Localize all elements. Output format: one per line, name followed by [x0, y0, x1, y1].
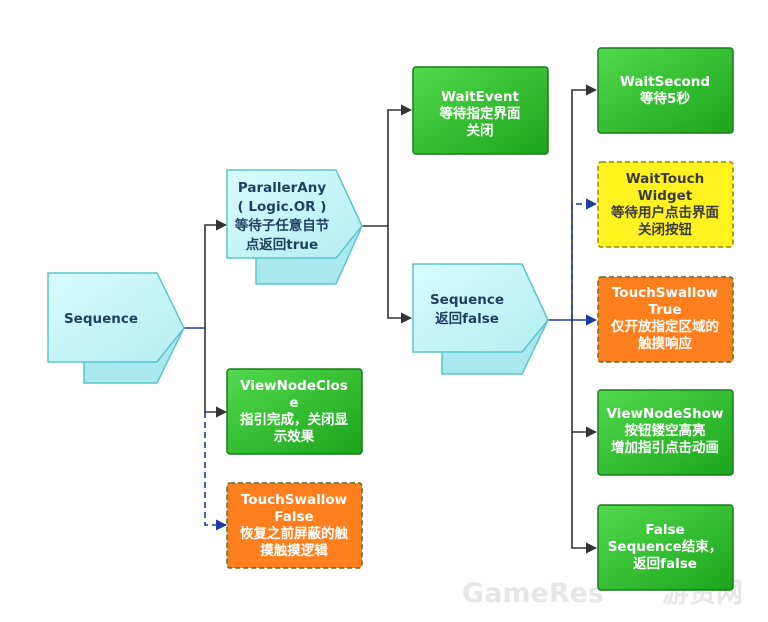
node-view-node-close: ViewNodeClos e 指引完成，关闭显 示效果 [226, 368, 363, 455]
node-wait-touch-widget-line-1: WaitTouch [626, 171, 705, 187]
node-wait-touch-widget-line-2: Widget [638, 188, 693, 204]
node-parallel-any-line-1: ParallerAny [238, 180, 327, 196]
node-wait-touch-widget: WaitTouch Widget 等待用户点击界面 关闭按钮 [597, 161, 734, 248]
node-touch-swallow-true-line-3: 仅开放指定区域的 [610, 318, 719, 335]
node-wait-event: WaitEvent 等待指定界面 关闭 [412, 66, 549, 155]
node-parallel-any-line-2: ( Logic.OR ) [238, 199, 327, 215]
node-wait-second-line-1: WaitSecond [620, 74, 710, 90]
node-view-node-show-line-2: 按钮镂空高亮 [625, 422, 706, 439]
node-sub-sequence: Sequence 返回false [412, 263, 549, 375]
node-wait-touch-widget-line-3: 等待用户点击界面 [611, 204, 719, 221]
connectors-sub-sequence [548, 84, 598, 554]
node-touch-swallow-false-line-3: 恢复之前屏蔽的触 [240, 525, 348, 542]
node-sub-sequence-line-1: Sequence [430, 292, 504, 308]
node-wait-event-line-2: 等待指定界面 [440, 105, 521, 122]
node-touch-swallow-false-line-2: False [274, 509, 313, 525]
node-wait-touch-widget-line-4: 关闭按钮 [638, 221, 692, 238]
node-touch-swallow-true-line-1: TouchSwallow [612, 285, 718, 301]
node-view-node-close-line-2: e [289, 395, 298, 411]
node-touch-swallow-true-line-2: True [648, 302, 681, 318]
node-view-node-close-line-3: 指引完成，关闭显 [240, 411, 348, 428]
node-false-sequence-end-line-1: False [645, 522, 684, 538]
node-view-node-show-line-3: 增加指引点击动画 [611, 439, 719, 456]
node-sub-sequence-line-2: 返回false [435, 311, 499, 327]
node-touch-swallow-false: TouchSwallow False 恢复之前屏蔽的触 摸触摸逻辑 [226, 482, 363, 569]
node-root-sequence: Sequence [47, 272, 185, 384]
connectors-root [183, 219, 228, 531]
watermark-latin: GameRes [462, 578, 604, 609]
node-false-sequence-end-line-2: Sequence结束， [608, 538, 723, 555]
node-wait-second: WaitSecond 等待5秒 [597, 47, 734, 134]
node-view-node-show-line-1: ViewNodeShow [607, 406, 724, 422]
node-touch-swallow-true-line-4: 触摸响应 [638, 335, 692, 352]
node-false-sequence-end-line-3: 返回false [633, 556, 697, 572]
node-view-node-close-line-4: 示效果 [274, 428, 315, 445]
node-wait-event-line-1: WaitEvent [441, 89, 519, 105]
node-false-sequence-end: False Sequence结束， 返回false [597, 504, 734, 591]
node-wait-second-line-2: 等待5秒 [640, 90, 690, 107]
node-wait-event-line-3: 关闭 [467, 122, 494, 139]
node-root-sequence-label: Sequence [64, 311, 138, 327]
node-touch-swallow-false-line-1: TouchSwallow [241, 492, 347, 508]
node-touch-swallow-true: TouchSwallow True 仅开放指定区域的 触摸响应 [597, 276, 734, 363]
connectors-parallel-any [362, 104, 413, 324]
node-touch-swallow-false-line-4: 摸触摸逻辑 [260, 542, 328, 559]
node-parallel-any-line-4: 点返回true [246, 236, 318, 253]
node-view-node-close-line-1: ViewNodeClos [240, 378, 348, 394]
node-parallel-any: ParallerAny ( Logic.OR ) 等待子任意自节 点返回true [226, 169, 363, 285]
node-parallel-any-line-3: 等待子任意自节 [235, 217, 330, 234]
node-view-node-show: ViewNodeShow 按钮镂空高亮 增加指引点击动画 [597, 389, 734, 476]
